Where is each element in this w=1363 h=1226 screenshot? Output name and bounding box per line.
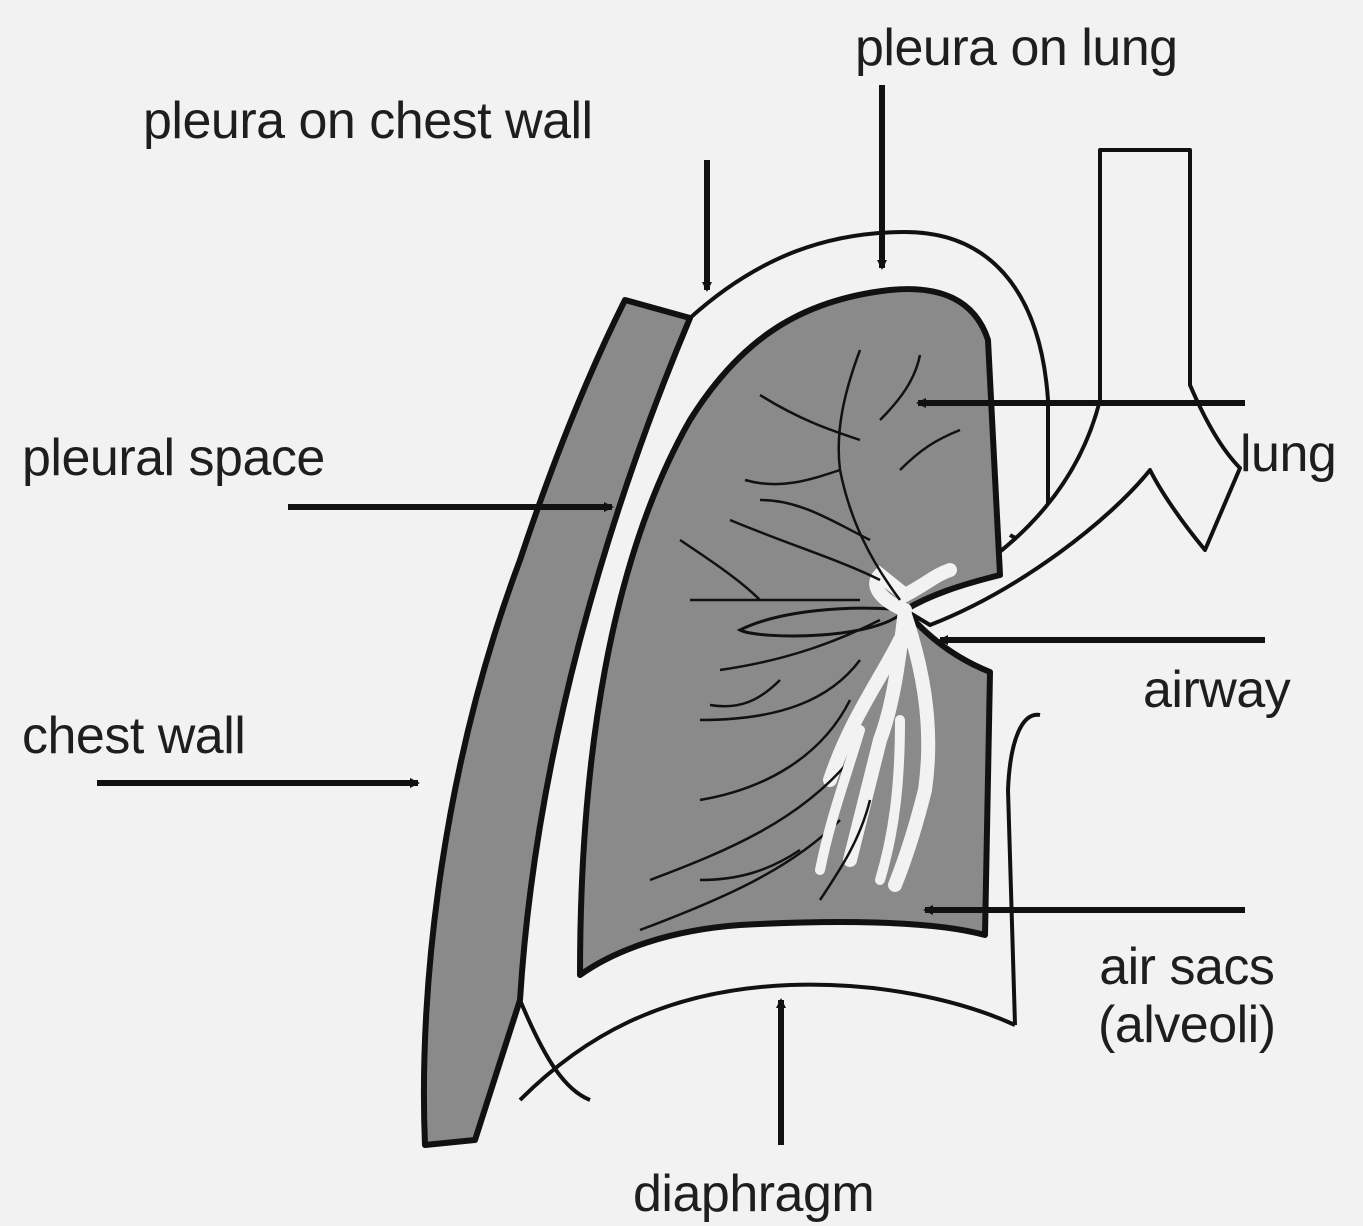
label-airway: airway bbox=[1143, 664, 1290, 716]
label-air-sacs: air sacs bbox=[1098, 938, 1276, 996]
diaphragm-outline bbox=[520, 985, 1015, 1100]
label-diaphragm: diaphragm bbox=[633, 1168, 874, 1220]
label-air-sacs-group: air sacs (alveoli) bbox=[1098, 938, 1276, 1054]
label-chest-wall: chest wall bbox=[22, 710, 245, 762]
label-pleural-space: pleural space bbox=[22, 432, 325, 484]
label-pleura-on-lung: pleura on lung bbox=[855, 22, 1178, 74]
label-pleura-on-chest-wall: pleura on chest wall bbox=[143, 95, 593, 147]
label-lung: lung bbox=[1240, 428, 1336, 480]
label-alveoli: (alveoli) bbox=[1098, 996, 1276, 1054]
